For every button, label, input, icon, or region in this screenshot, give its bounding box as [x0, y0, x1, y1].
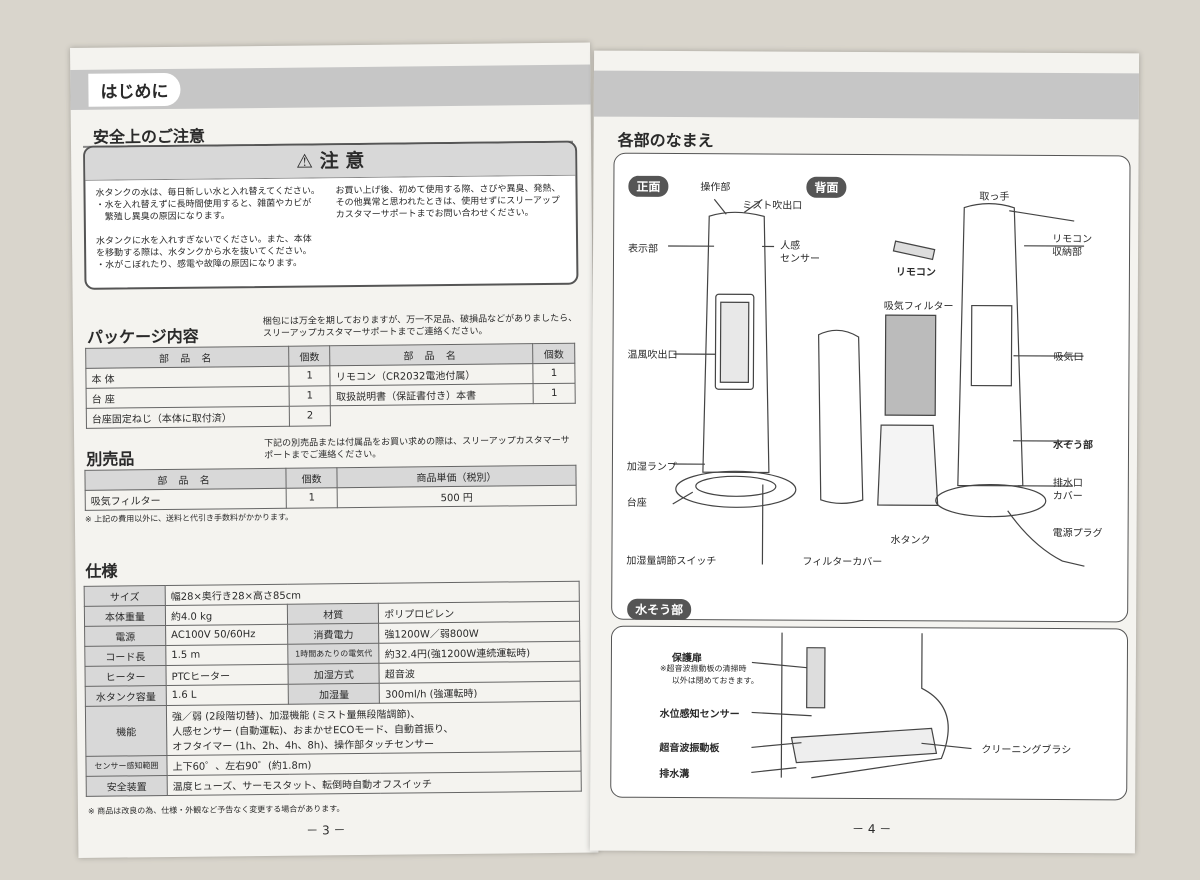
label-cover: フィルターカバー: [802, 556, 883, 569]
label-door-note-2: 以外は閉めておきます。: [671, 675, 759, 686]
front-label: 正面: [628, 175, 669, 197]
label-mist: ミスト吹出口: [742, 200, 803, 212]
water-diagram: 保護扉 ※超音波振動板の清掃時 以外は閉めておきます。 水位感知センサー 超音波…: [610, 625, 1129, 801]
label-lamp: 加湿ランプ: [626, 461, 677, 474]
label-tank: 水タンク: [890, 535, 931, 547]
label-drain-2: カバー: [1052, 490, 1083, 503]
label-remote: リモコン: [895, 267, 936, 279]
package-title: パッケージ内容: [86, 326, 199, 347]
spec-title: 仕様: [85, 561, 118, 581]
caution-box: ⚠ 注 意 水タンクの水は、毎日新しい水と入れ替えてください。・水を入れ替えずに…: [83, 140, 579, 290]
parts-diagram: 正面 背面 操作部 ミスト吹出口 表示部 人感 センサー リモコン 取っ手 リモ…: [611, 152, 1131, 623]
package-note: 梱包には万全を期しておりますが、万一不足品、破損品などがありましたら、スリーアッ…: [262, 313, 578, 339]
label-intake: 吸気口: [1053, 351, 1084, 364]
label-water-part: 水そう部: [1053, 439, 1094, 452]
label-door-note: ※超音波振動板の清掃時: [659, 663, 747, 674]
optional-footnote: ※ 上記の費用以外に、送料と代引き手数料がかかります。: [84, 512, 294, 524]
table-row: 機能強／弱 (2段階切替)、加湿機能 (ミスト量無段階調節)、人感センサー (自…: [85, 701, 581, 757]
caution-right-text: お買い上げ後、初めて使用する際、さびや異臭、発熱、その他異常と思われたときは、使…: [335, 183, 561, 221]
label-groove: 排水溝: [659, 768, 690, 781]
right-page: 各部のなまえ: [589, 50, 1140, 854]
optional-note: 下記の別売品または付属品をお買い求めの際は、スリーアップカスタマーサポートまでご…: [264, 435, 570, 461]
parts-title: 各部のなまえ: [617, 130, 714, 151]
label-switch: 加湿量調節スイッチ: [626, 555, 717, 568]
label-warm-outlet: 温風吹出口: [627, 349, 678, 362]
label-sensor-2: センサー: [779, 253, 821, 265]
water-illustration: [751, 632, 972, 779]
table-row: 安全装置温度ヒューズ、サーモスタット、転倒時自動オフスイッチ: [86, 771, 582, 797]
label-handle: 取っ手: [979, 191, 1010, 203]
page-number: － 3 －: [306, 823, 346, 838]
label-plate: 超音波振動板: [659, 742, 720, 755]
header-band: [593, 70, 1139, 120]
page-number: － 4 －: [851, 821, 892, 837]
optional-title: 別売品: [86, 449, 135, 469]
appliance-illustration: [668, 198, 1085, 567]
spec-footnote: ※ 商品は改良の為、仕様・外観など予告なく変更する場合があります。: [87, 804, 345, 816]
label-intake-filter: 吸気フィルター: [883, 301, 954, 313]
section-tab: はじめに: [88, 72, 181, 107]
label-plug: 電源プラグ: [1052, 527, 1103, 540]
label-door: 保護扉: [671, 652, 702, 665]
label-base: 台座: [626, 497, 647, 509]
label-display: 表示部: [628, 243, 659, 255]
label-ops: 操作部: [700, 182, 731, 194]
label-storage-2: 収納部: [1052, 246, 1083, 259]
label-level: 水位感知センサー: [659, 708, 740, 721]
back-label: 背面: [806, 176, 847, 198]
caution-left-text: 水タンクの水は、毎日新しい水と入れ替えてください。・水を入れ替えずに長時間使用す…: [95, 186, 320, 271]
label-brush: クリーニングブラシ: [981, 744, 1072, 757]
caution-header: ⚠ 注 意: [85, 142, 576, 181]
water-section-label: 水そう部: [627, 598, 692, 621]
left-page: はじめに 安全上のご注意 ⚠ 注 意 水タンクの水は、毎日新しい水と入れ替えてく…: [70, 42, 599, 858]
table-row: 台座固定ねじ（本体に取付済）2: [86, 403, 575, 429]
